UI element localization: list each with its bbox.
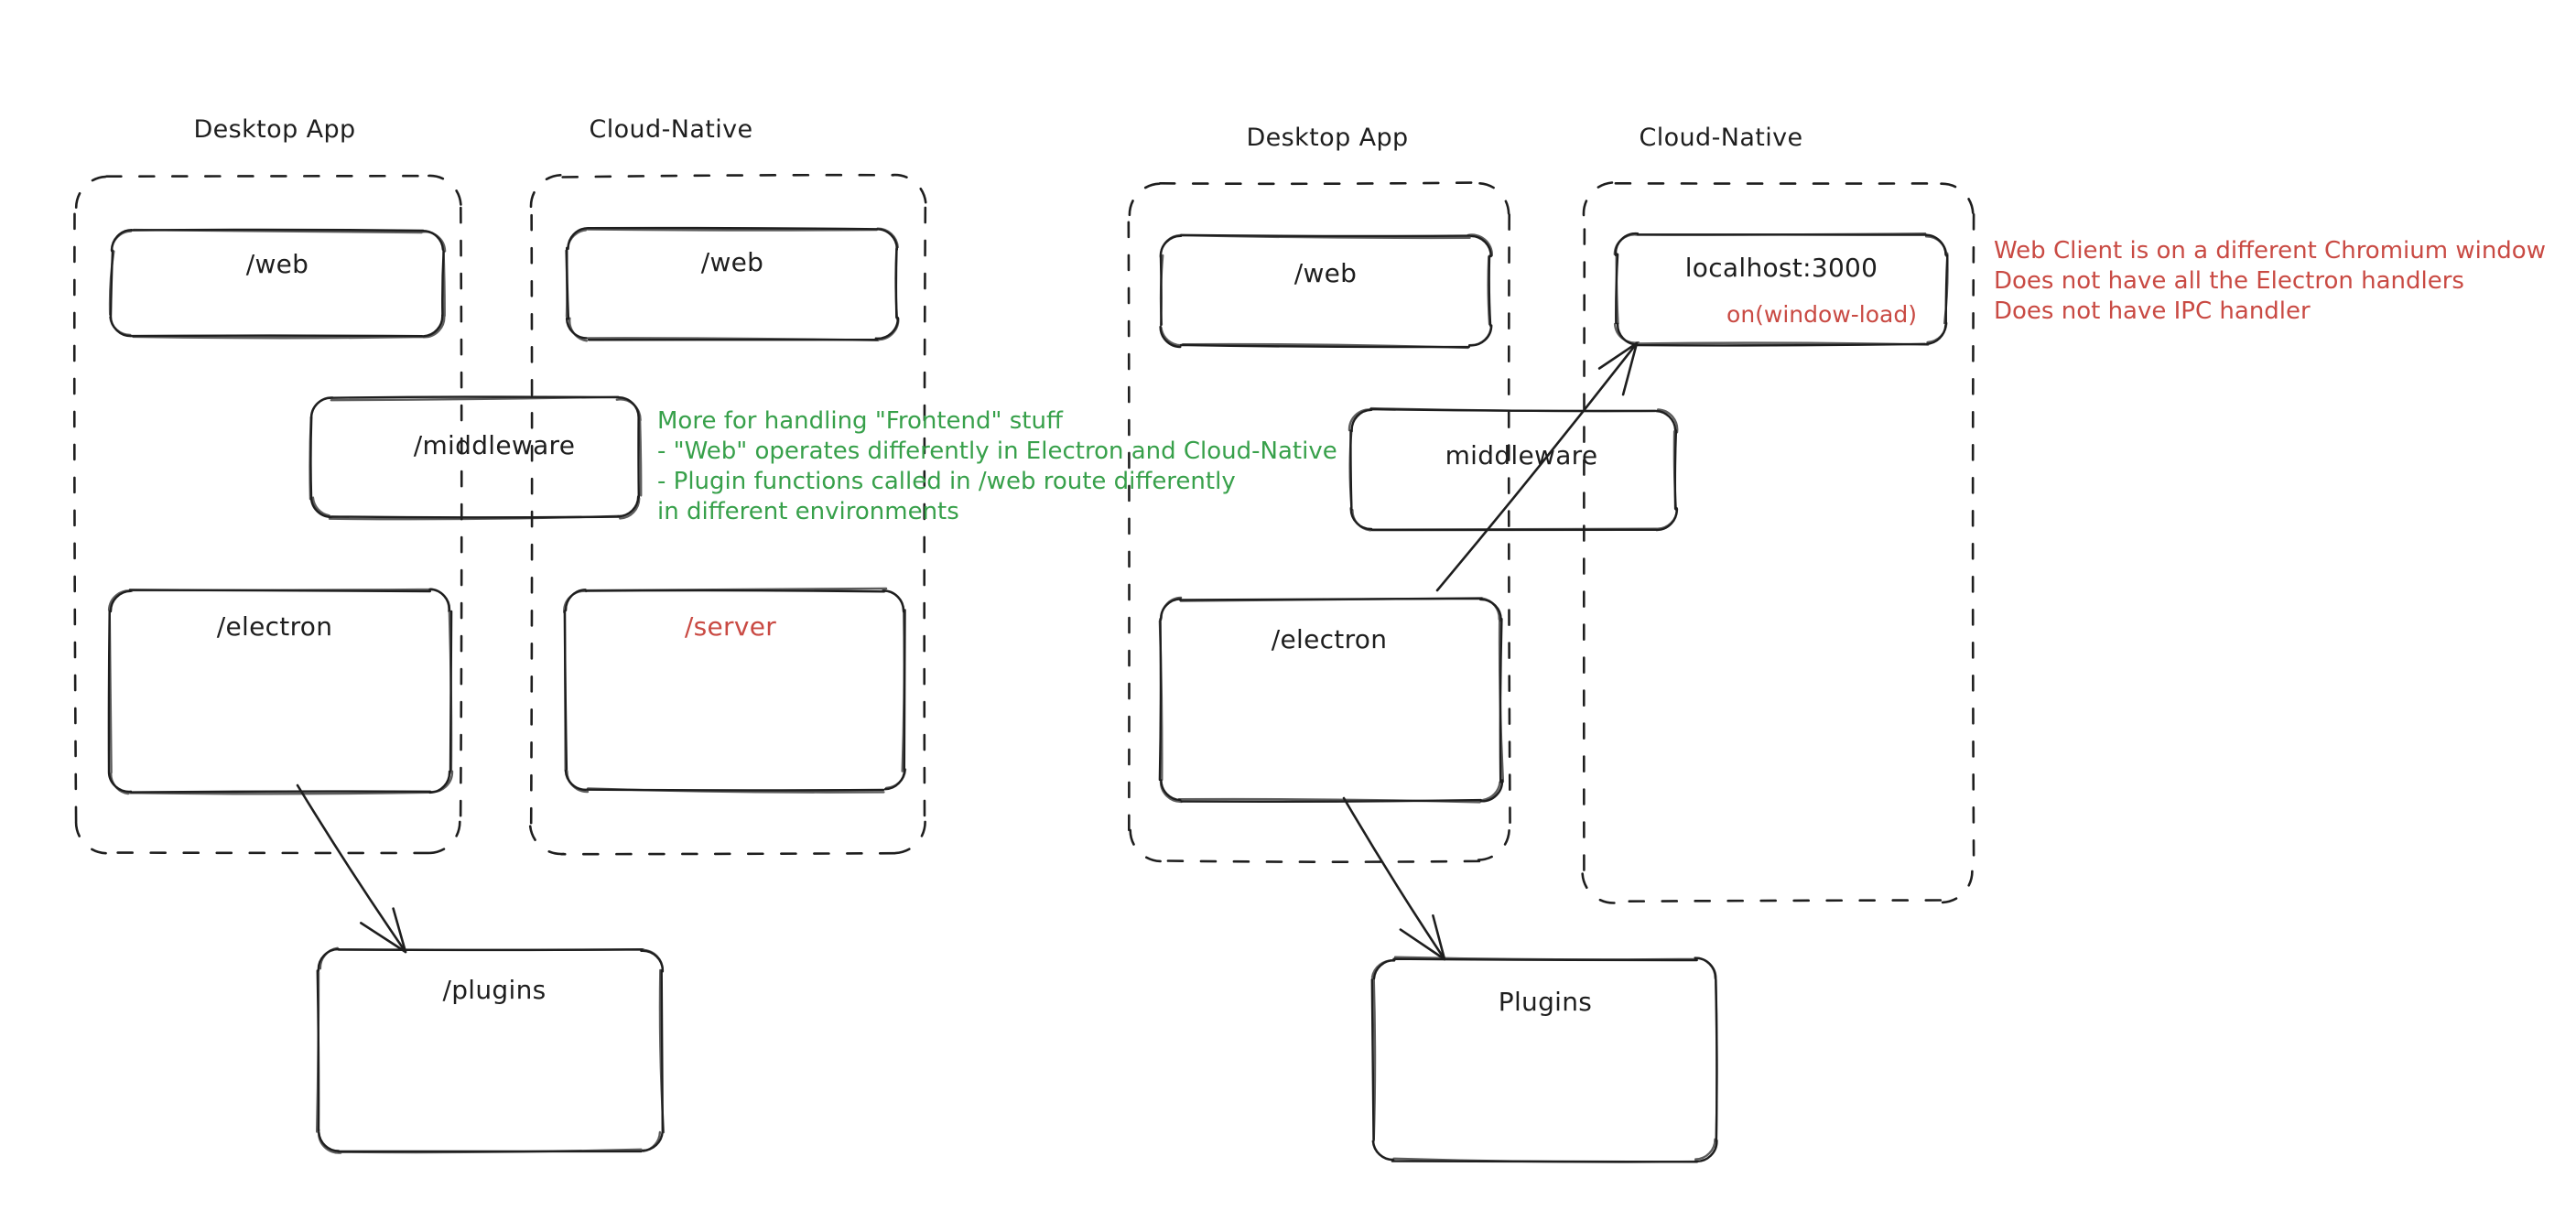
annotation-red-note: Web Client is on a different Chromium wi… — [1994, 236, 2546, 327]
annotation-line: More for handling "Frontend" stuff — [657, 407, 1063, 435]
node-label-right-electron[interactable]: /electron — [1271, 624, 1388, 654]
node-label-left-plugins[interactable]: /plugins — [442, 975, 547, 1005]
node-sublabel-right-localhost: on(window-load) — [1726, 301, 1917, 328]
arrow-head — [360, 907, 407, 954]
arrow-head — [1399, 914, 1446, 961]
arrow-head — [1597, 341, 1639, 396]
node-outline — [108, 228, 447, 340]
node-label-right-middleware[interactable]: middleware — [1445, 440, 1598, 470]
annotation-line: Web Client is on a different Chromium wi… — [1994, 237, 2546, 265]
group-label-right-desktop: Desktop App — [1246, 124, 1409, 152]
group-label-left-cloud: Cloud-Native — [589, 115, 753, 144]
node-label-left-server[interactable]: /server — [684, 611, 777, 642]
node-label-right-localhost[interactable]: localhost:3000 — [1684, 253, 1878, 283]
annotation-line: Does not have IPC handler — [1994, 297, 2311, 325]
annotation-line: - "Web" operates differently in Electron… — [657, 438, 1337, 465]
annotation-green-note: More for handling "Frontend" stuff - "Web… — [657, 406, 1337, 527]
node-outline — [1613, 232, 1949, 346]
node-label-left-desktop-web[interactable]: /web — [245, 249, 309, 279]
node-label-left-middleware[interactable]: /middleware — [413, 430, 576, 460]
node-label-right-plugins[interactable]: Plugins — [1498, 987, 1593, 1017]
group-label-left-desktop: Desktop App — [193, 115, 356, 144]
node-label-right-desktop-web[interactable]: /web — [1293, 258, 1358, 288]
node-outline — [1614, 232, 1949, 347]
node-outline — [109, 228, 445, 338]
group-boundary — [1581, 181, 1975, 904]
annotation-line: in different environments — [657, 498, 959, 525]
annotation-line: - Plugin functions called in /web route … — [657, 468, 1236, 495]
node-outline — [565, 226, 900, 341]
annotation-line: Does not have all the Electron handlers — [1994, 267, 2464, 295]
node-label-left-electron[interactable]: /electron — [216, 611, 333, 642]
arrow-shaft — [1342, 796, 1446, 961]
group-label-right-cloud: Cloud-Native — [1639, 124, 1803, 152]
node-outline — [565, 227, 900, 342]
arrow-shaft — [296, 784, 407, 954]
node-label-left-cloud-web[interactable]: /web — [700, 247, 764, 277]
node-outline — [1159, 233, 1493, 349]
node-outline — [1159, 233, 1494, 350]
